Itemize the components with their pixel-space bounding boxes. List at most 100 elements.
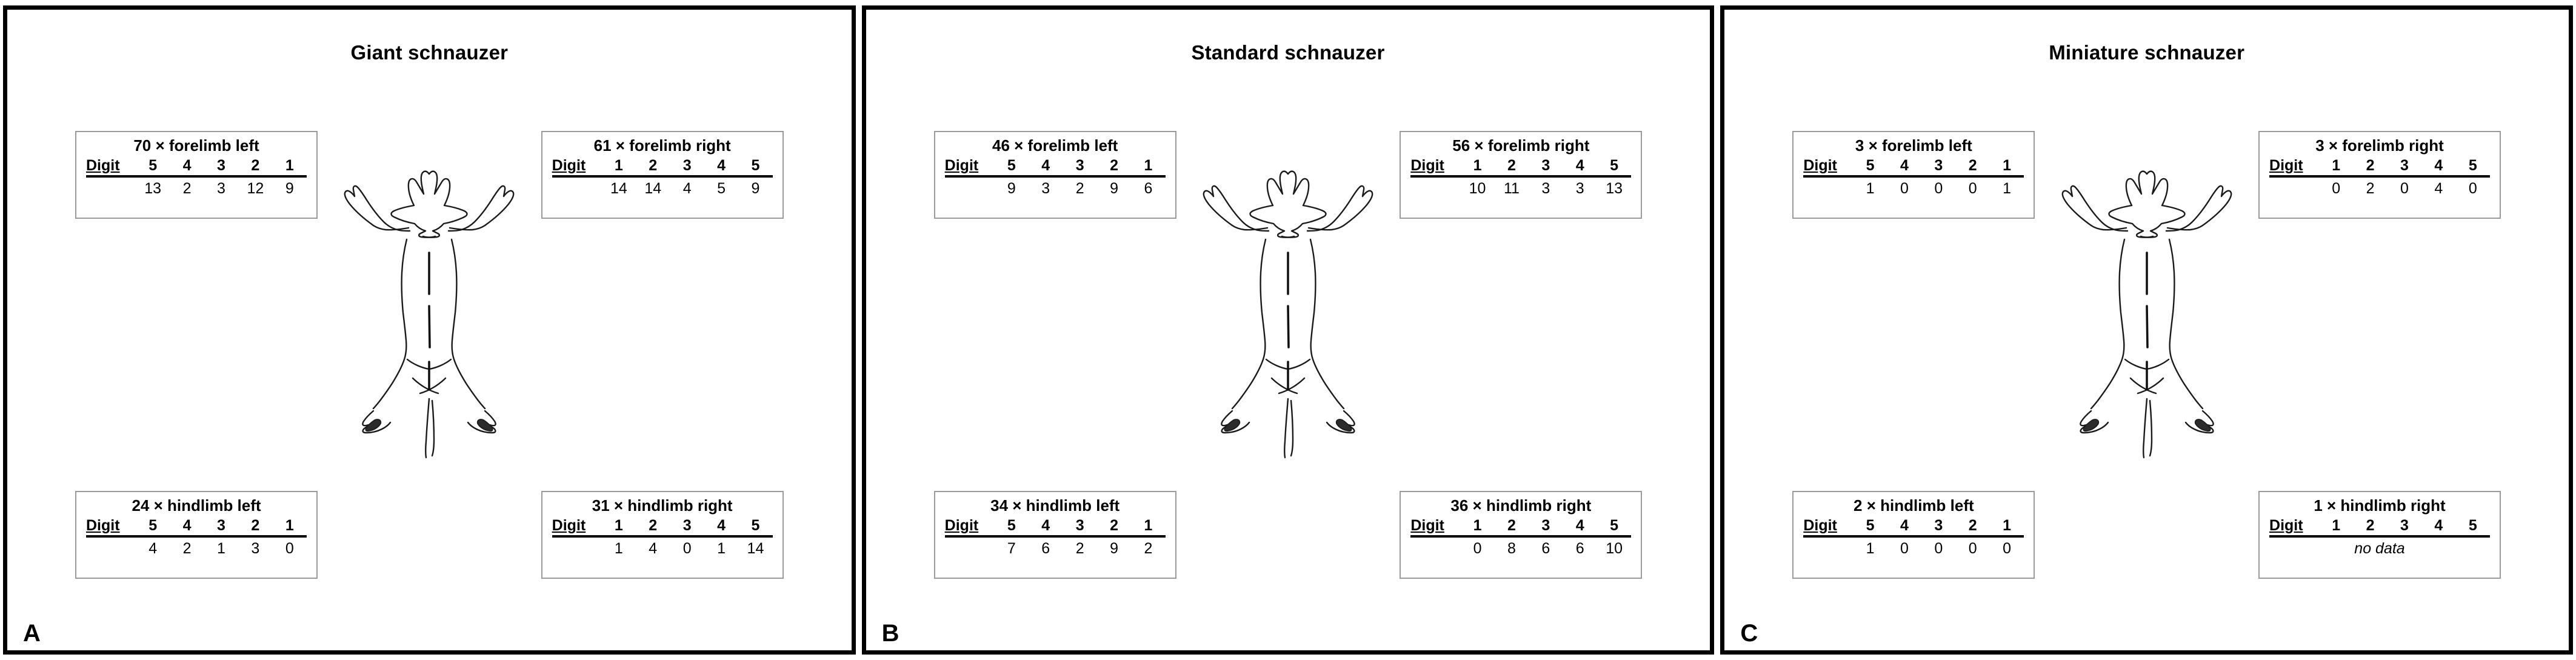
digit-header: 2 (1955, 516, 1990, 538)
table-header-row: Digit 1 2 3 4 5 (1410, 516, 1632, 538)
digit-value: 1 (1866, 539, 1875, 557)
digit-table: Digit 5 4 3 2 1 13 2 3 12 9 (86, 156, 307, 198)
digit-header: 1 (2319, 156, 2354, 178)
digit-value: 0 (1900, 179, 1909, 197)
digit-value: 4 (682, 179, 692, 197)
table-row: 4 2 1 3 0 (86, 536, 307, 558)
box-forelimb-right: 61 × forelimb right Digit 1 2 3 4 5 (541, 131, 784, 219)
panel-letter: C (1740, 620, 1758, 647)
digit-value: 3 (1541, 179, 1550, 197)
digit-label: Digit (2269, 156, 2320, 178)
digit-header: 2 (1096, 516, 1132, 538)
digit-header: 5 (1597, 156, 1632, 178)
digit-header: 5 (1853, 516, 1887, 538)
digit-label: Digit (552, 516, 602, 538)
digit-header: 3 (204, 516, 239, 538)
digit-value: 0 (1473, 539, 1482, 557)
digit-header: 4 (1887, 156, 1922, 178)
digit-header: 4 (170, 156, 204, 178)
digit-value: 1 (217, 539, 225, 557)
digit-value: 0 (2400, 179, 2409, 197)
box-title: 3 × forelimb left (1855, 136, 1972, 155)
box-forelimb-right: 56 × forelimb right Digit 1 2 3 4 5 (1400, 131, 1643, 219)
table-header-row: Digit 1 2 3 4 5 (2269, 516, 2491, 538)
table-row: 9 3 2 9 6 (945, 176, 1166, 198)
digit-header: 5 (2455, 156, 2491, 178)
digit-header: 3 (2387, 156, 2422, 178)
digit-value: 4 (649, 539, 658, 557)
table-row: 1 4 0 1 14 (552, 536, 773, 558)
digit-label: Digit (2269, 516, 2320, 538)
digit-header: 1 (272, 156, 307, 178)
row-spacer (1410, 176, 1460, 198)
digit-header: 3 (1529, 156, 1563, 178)
panel-letter: B (881, 620, 899, 647)
digit-header: 3 (670, 516, 704, 538)
box-hindlimb-right: 36 × hindlimb right Digit 1 2 3 4 5 (1400, 491, 1643, 579)
box-title: 56 × forelimb right (1452, 136, 1590, 155)
digit-header: 5 (994, 516, 1029, 538)
box-title: 24 × hindlimb left (132, 496, 261, 515)
digit-value: 6 (1541, 539, 1550, 557)
panel-b: Standard schnauzer 46 × forelimb left Di… (861, 5, 1715, 655)
row-spacer (552, 176, 602, 198)
digit-header: 3 (1529, 516, 1563, 538)
digit-value: 5 (717, 179, 726, 197)
table-header-row: Digit 1 2 3 4 5 (1410, 156, 1632, 178)
digit-label: Digit (944, 516, 995, 538)
digit-header: 1 (1989, 516, 2024, 538)
digit-value: 0 (2468, 179, 2477, 197)
digit-value: 9 (285, 179, 294, 197)
digit-value: 0 (1900, 539, 1909, 557)
digit-label: Digit (1410, 156, 1461, 178)
digit-value: 1 (1866, 179, 1875, 197)
digit-header: 2 (238, 156, 273, 178)
digit-value: 2 (2366, 179, 2375, 197)
digit-header: 3 (1921, 516, 1956, 538)
table-header-row: Digit 1 2 3 4 5 (2269, 156, 2491, 178)
digit-header: 3 (1063, 156, 1097, 178)
digit-value: 2 (182, 179, 192, 197)
digit-header: 5 (738, 516, 773, 538)
digit-value: 7 (1007, 539, 1016, 557)
digit-header: 1 (272, 516, 307, 538)
dog-ventral-outline-icon (1197, 161, 1379, 500)
digit-value: 0 (1968, 539, 1977, 557)
digit-header: 2 (1096, 156, 1132, 178)
table-row: 1 0 0 0 1 (1803, 176, 2024, 198)
box-title: 61 × forelimb right (593, 136, 731, 155)
digit-table: Digit 1 2 3 4 5 0 2 0 4 0 (2269, 156, 2491, 198)
digit-label: Digit (86, 516, 136, 538)
no-data-note: no data (2354, 539, 2405, 557)
row-spacer (945, 536, 995, 558)
panel-title: Standard schnauzer (1191, 41, 1385, 64)
digit-header: 5 (1853, 156, 1887, 178)
digit-header: 2 (238, 516, 273, 538)
panel-letter: A (23, 620, 41, 647)
digit-value: 12 (247, 179, 264, 197)
box-title: 46 × forelimb left (992, 136, 1118, 155)
digit-header: 1 (1460, 516, 1495, 538)
digit-header: 5 (136, 516, 170, 538)
row-spacer (2269, 176, 2319, 198)
box-forelimb-left: 46 × forelimb left Digit 5 4 3 2 1 9 (933, 131, 1176, 219)
digit-header: 3 (2387, 516, 2422, 538)
digit-header: 5 (994, 156, 1029, 178)
digit-header: 3 (204, 156, 239, 178)
digit-value: 14 (644, 179, 662, 197)
digit-value: 0 (682, 539, 692, 557)
digit-value: 6 (1575, 539, 1584, 557)
digit-header: 5 (738, 156, 773, 178)
digit-value: 0 (2332, 179, 2341, 197)
box-hindlimb-left: 24 × hindlimb left Digit 5 4 3 2 1 4 (75, 491, 318, 579)
digit-value: 9 (751, 179, 760, 197)
panel-a: Giant schnauzer 70 × forelimb left Digit… (3, 5, 856, 655)
table-header-row: Digit 1 2 3 4 5 (552, 516, 773, 538)
panel-c: Miniature schnauzer 3 × forelimb left Di… (1720, 5, 2574, 655)
digit-value: 0 (1968, 179, 1977, 197)
digit-header: 2 (636, 516, 670, 538)
digit-header: 2 (2353, 156, 2387, 178)
digit-value: 13 (1606, 179, 1623, 197)
box-title: 70 × forelimb left (133, 136, 259, 155)
